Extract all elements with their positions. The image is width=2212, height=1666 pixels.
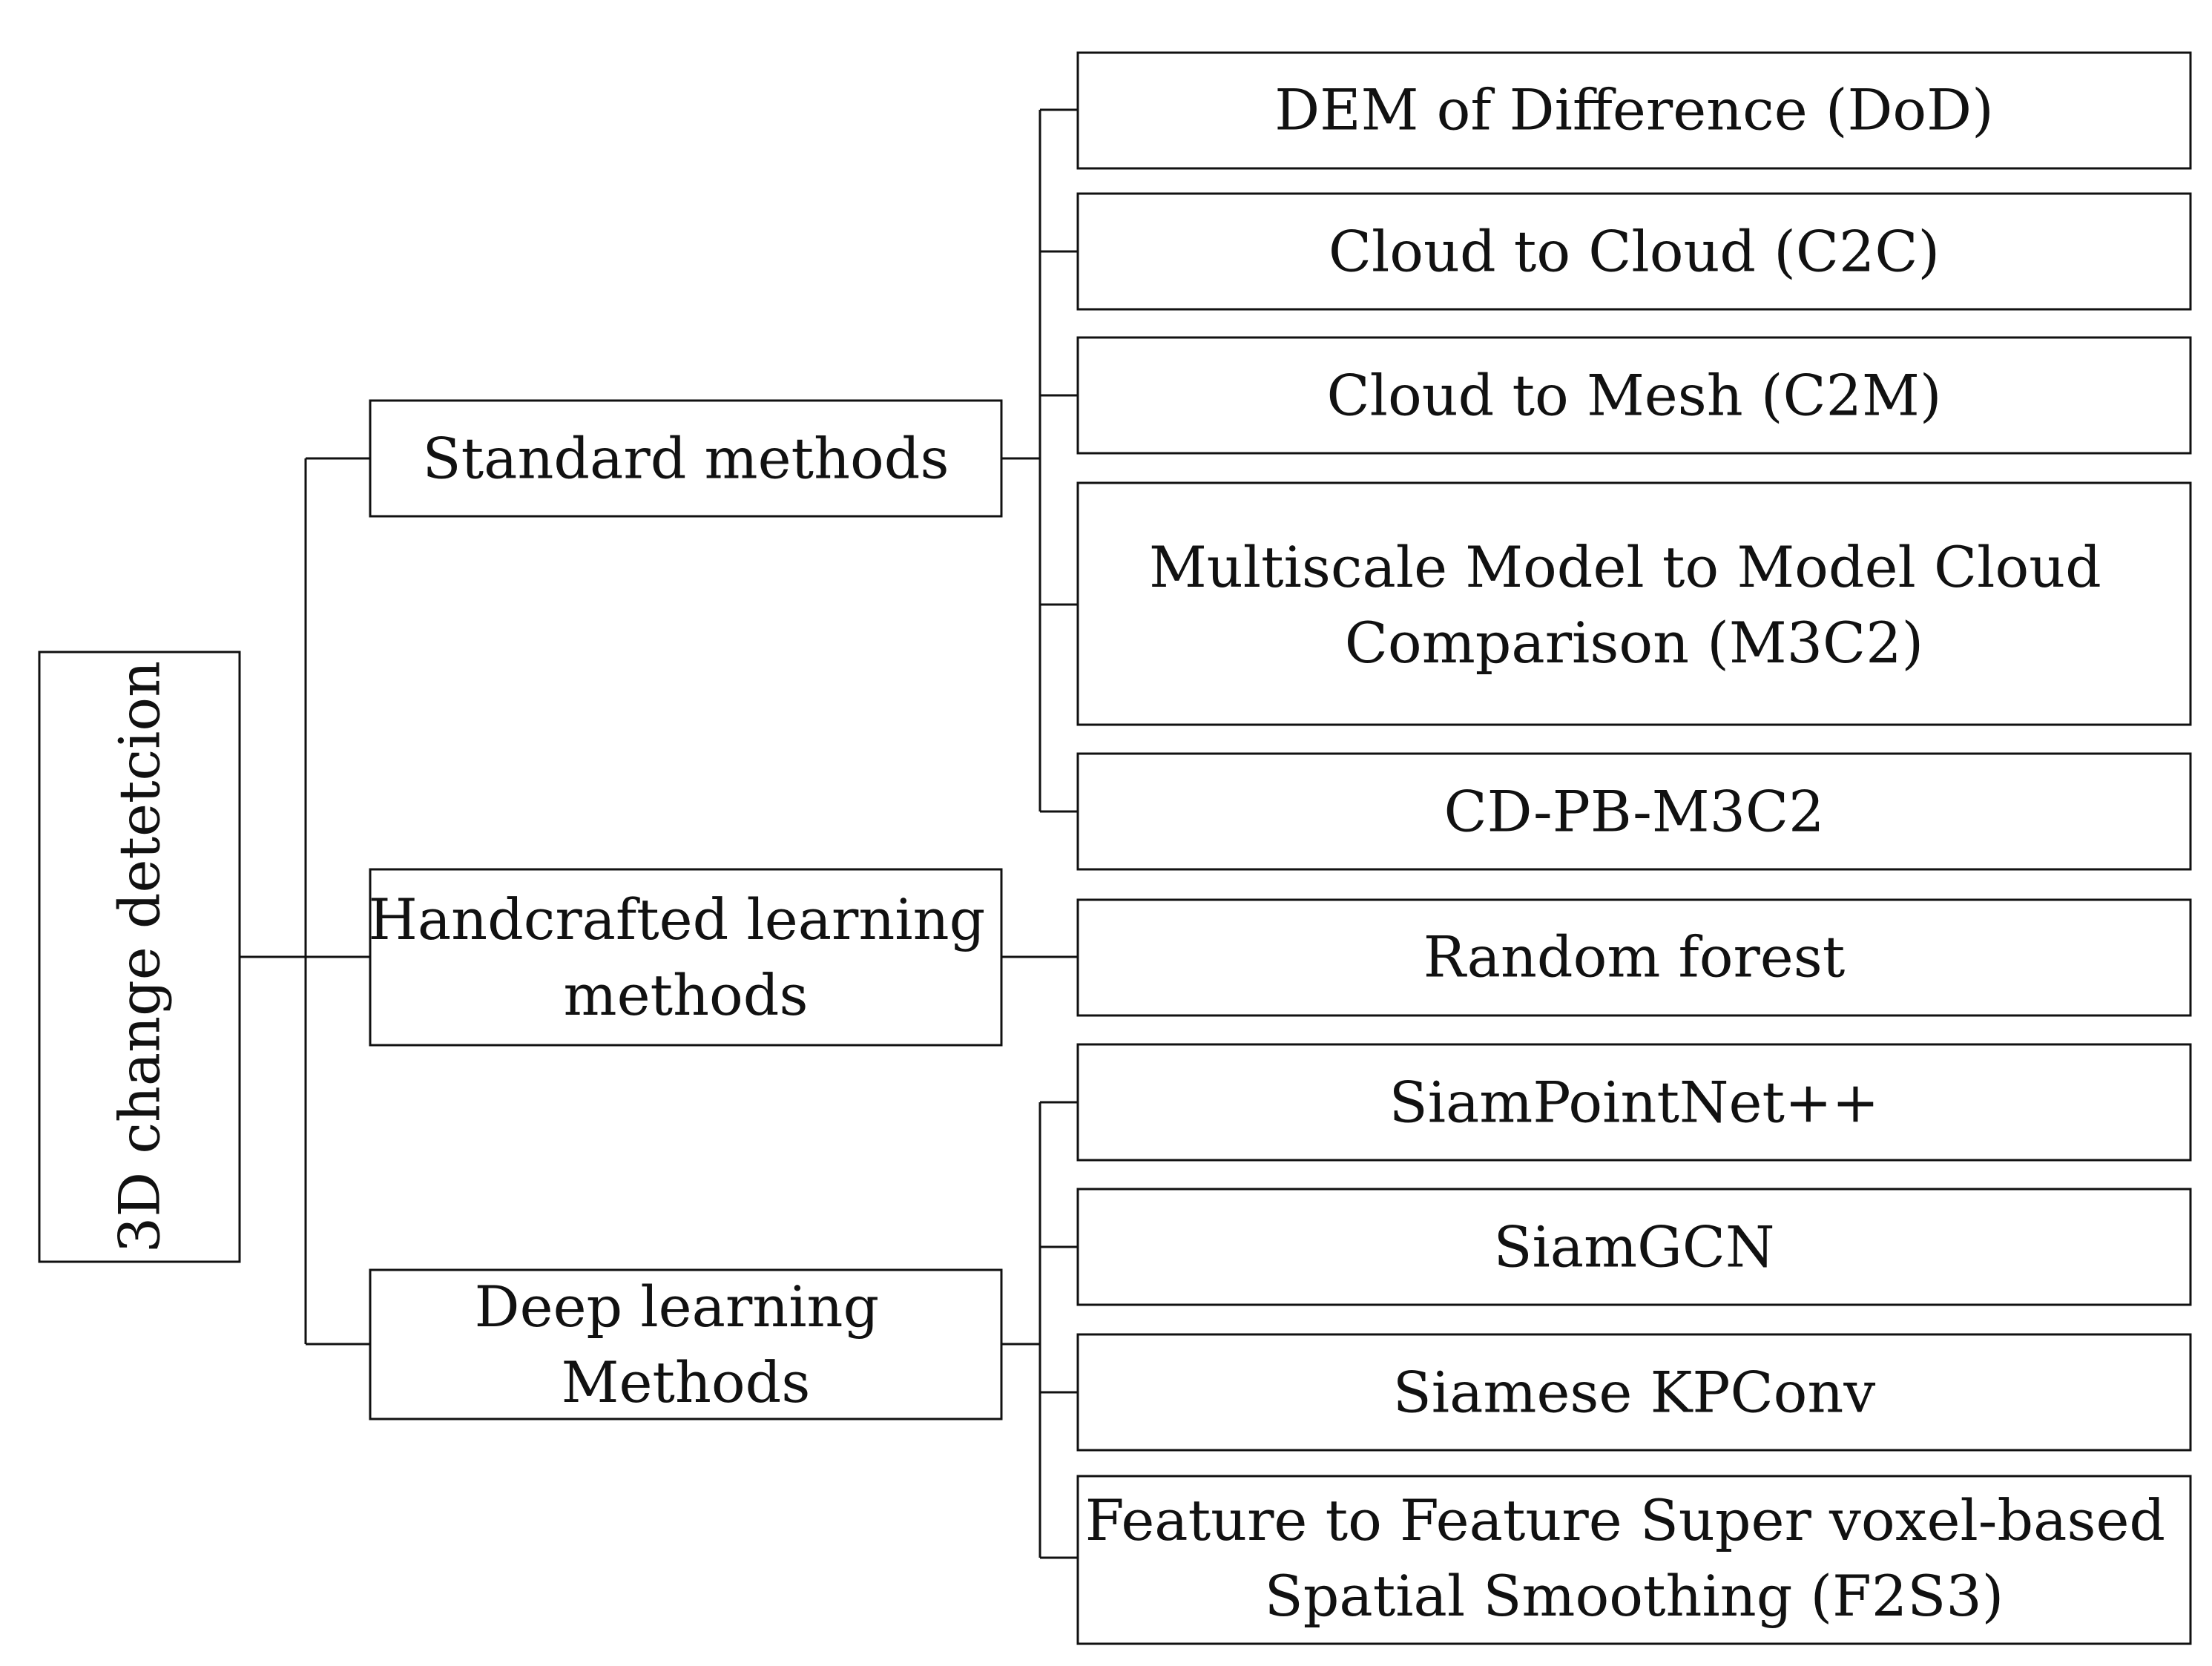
leaf-cd-pb-m3c2: CD-PB-M3C2 [1076, 752, 2192, 871]
leaf-label: SiamGCN [1493, 1214, 1774, 1280]
leaf-siamgcn: SiamGCN [1076, 1188, 2192, 1306]
leaf-label: DEM of Difference (DoD) [1274, 77, 1994, 143]
leaf-c2c: Cloud to Cloud (C2C) [1076, 192, 2192, 311]
leaf-label: SiamPointNet++ [1389, 1070, 1880, 1136]
category-label-line: methods [564, 962, 809, 1028]
leaf-siampointnet: SiamPointNet++ [1076, 1043, 2192, 1162]
leaf-label: Random forest [1423, 924, 1846, 990]
leaf-label: Feature to Feature Super voxel-based Spa… [1085, 1487, 2184, 1629]
category-label-line: Deep learning [475, 1274, 879, 1340]
leaf-f2s3: Feature to Feature Super voxel-based Spa… [1076, 1475, 2192, 1645]
leaf-label: Cloud to Cloud (C2C) [1329, 219, 1940, 285]
category-label: Deep learning Methods [475, 1274, 898, 1415]
category-label: Standard methods [423, 426, 949, 492]
category-standard-methods: Standard methods [369, 399, 1003, 518]
leaf-m3c2: Multiscale Model to Model Cloud Comparis… [1076, 481, 2192, 726]
category-label: Handcrafted learning methods [369, 886, 1004, 1028]
leaf-label: Multiscale Model to Model Cloud Comparis… [1149, 534, 2119, 676]
category-handcrafted-methods: Handcrafted learning methods [369, 868, 1004, 1047]
connectors [240, 108, 1078, 1559]
leaf-siamese-kpconv: Siamese KPConv [1076, 1333, 2192, 1452]
leaf-random-forest: Random forest [1076, 898, 2192, 1017]
leaf-label: Cloud to Mesh (C2M) [1327, 363, 1942, 429]
root-node: 3D change detetcion [38, 651, 241, 1263]
category-label-line: Handcrafted learning [369, 886, 986, 952]
category-deep-learning-methods: Deep learning Methods [369, 1268, 1003, 1420]
category-label-line: Methods [562, 1349, 811, 1415]
leaf-label: Siamese KPConv [1393, 1360, 1876, 1426]
leaf-label-line: Feature to Feature Super voxel-based [1085, 1487, 2165, 1553]
leaf-label-line: Comparison (M3C2) [1345, 610, 1923, 676]
leaf-label-line: Multiscale Model to Model Cloud [1149, 534, 2101, 600]
leaf-c2m: Cloud to Mesh (C2M) [1076, 336, 2192, 455]
leaf-dod: DEM of Difference (DoD) [1076, 51, 2192, 170]
leaf-label-line: Spatial Smoothing (F2S3) [1265, 1563, 2004, 1629]
leaf-label: CD-PB-M3C2 [1444, 779, 1825, 845]
root-label: 3D change detetcion [107, 661, 173, 1253]
